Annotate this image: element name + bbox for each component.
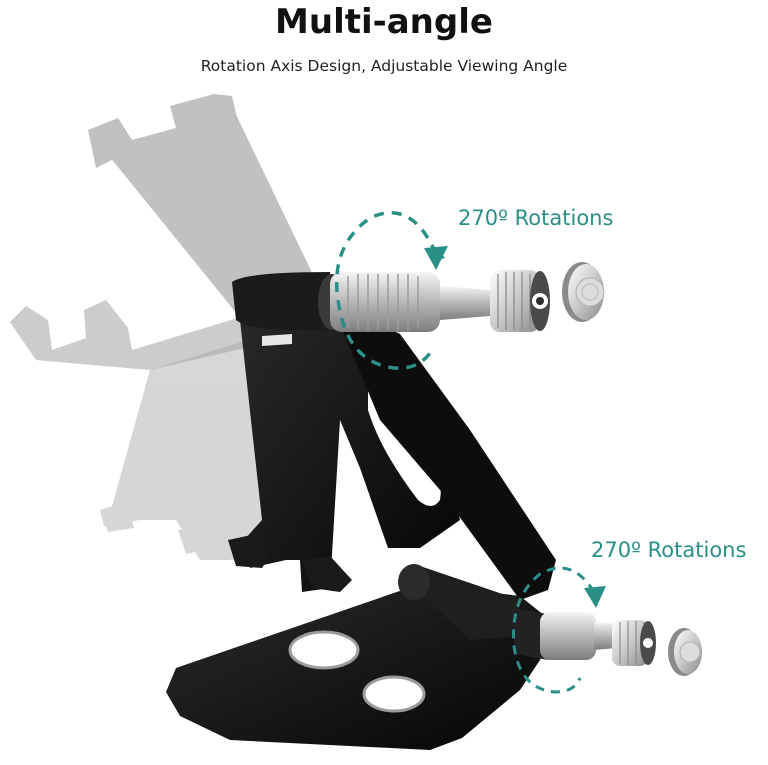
stand-upper-arm: [228, 276, 556, 600]
top-rotation-arrow: [334, 211, 446, 370]
page-subtitle: Rotation Axis Design, Adjustable Viewing…: [200, 57, 568, 75]
top-arrowhead-icon: [424, 246, 448, 270]
ghost-arm-upright: [88, 94, 330, 330]
ghost-arm-tilted: [10, 290, 340, 370]
top-rotation-shaft: [330, 272, 490, 332]
top-hinge: [232, 272, 346, 331]
bottom-end-cap: [668, 628, 702, 676]
page-title: Multi-angle: [275, 2, 493, 42]
bottom-rotation-shaft: [510, 608, 616, 660]
stand-base-plate: [166, 564, 550, 750]
bottom-arrowhead-icon: [584, 586, 606, 608]
bottom-knob: [612, 620, 656, 666]
bottom-rotation-arrow: [512, 566, 596, 694]
bottom-rotation-label: 270º Rotations: [591, 538, 747, 562]
top-rotation-label: 270º Rotations: [458, 206, 614, 230]
top-end-cap: [562, 262, 605, 322]
ghost-arm-low: [100, 340, 270, 560]
top-knob: [490, 270, 550, 332]
